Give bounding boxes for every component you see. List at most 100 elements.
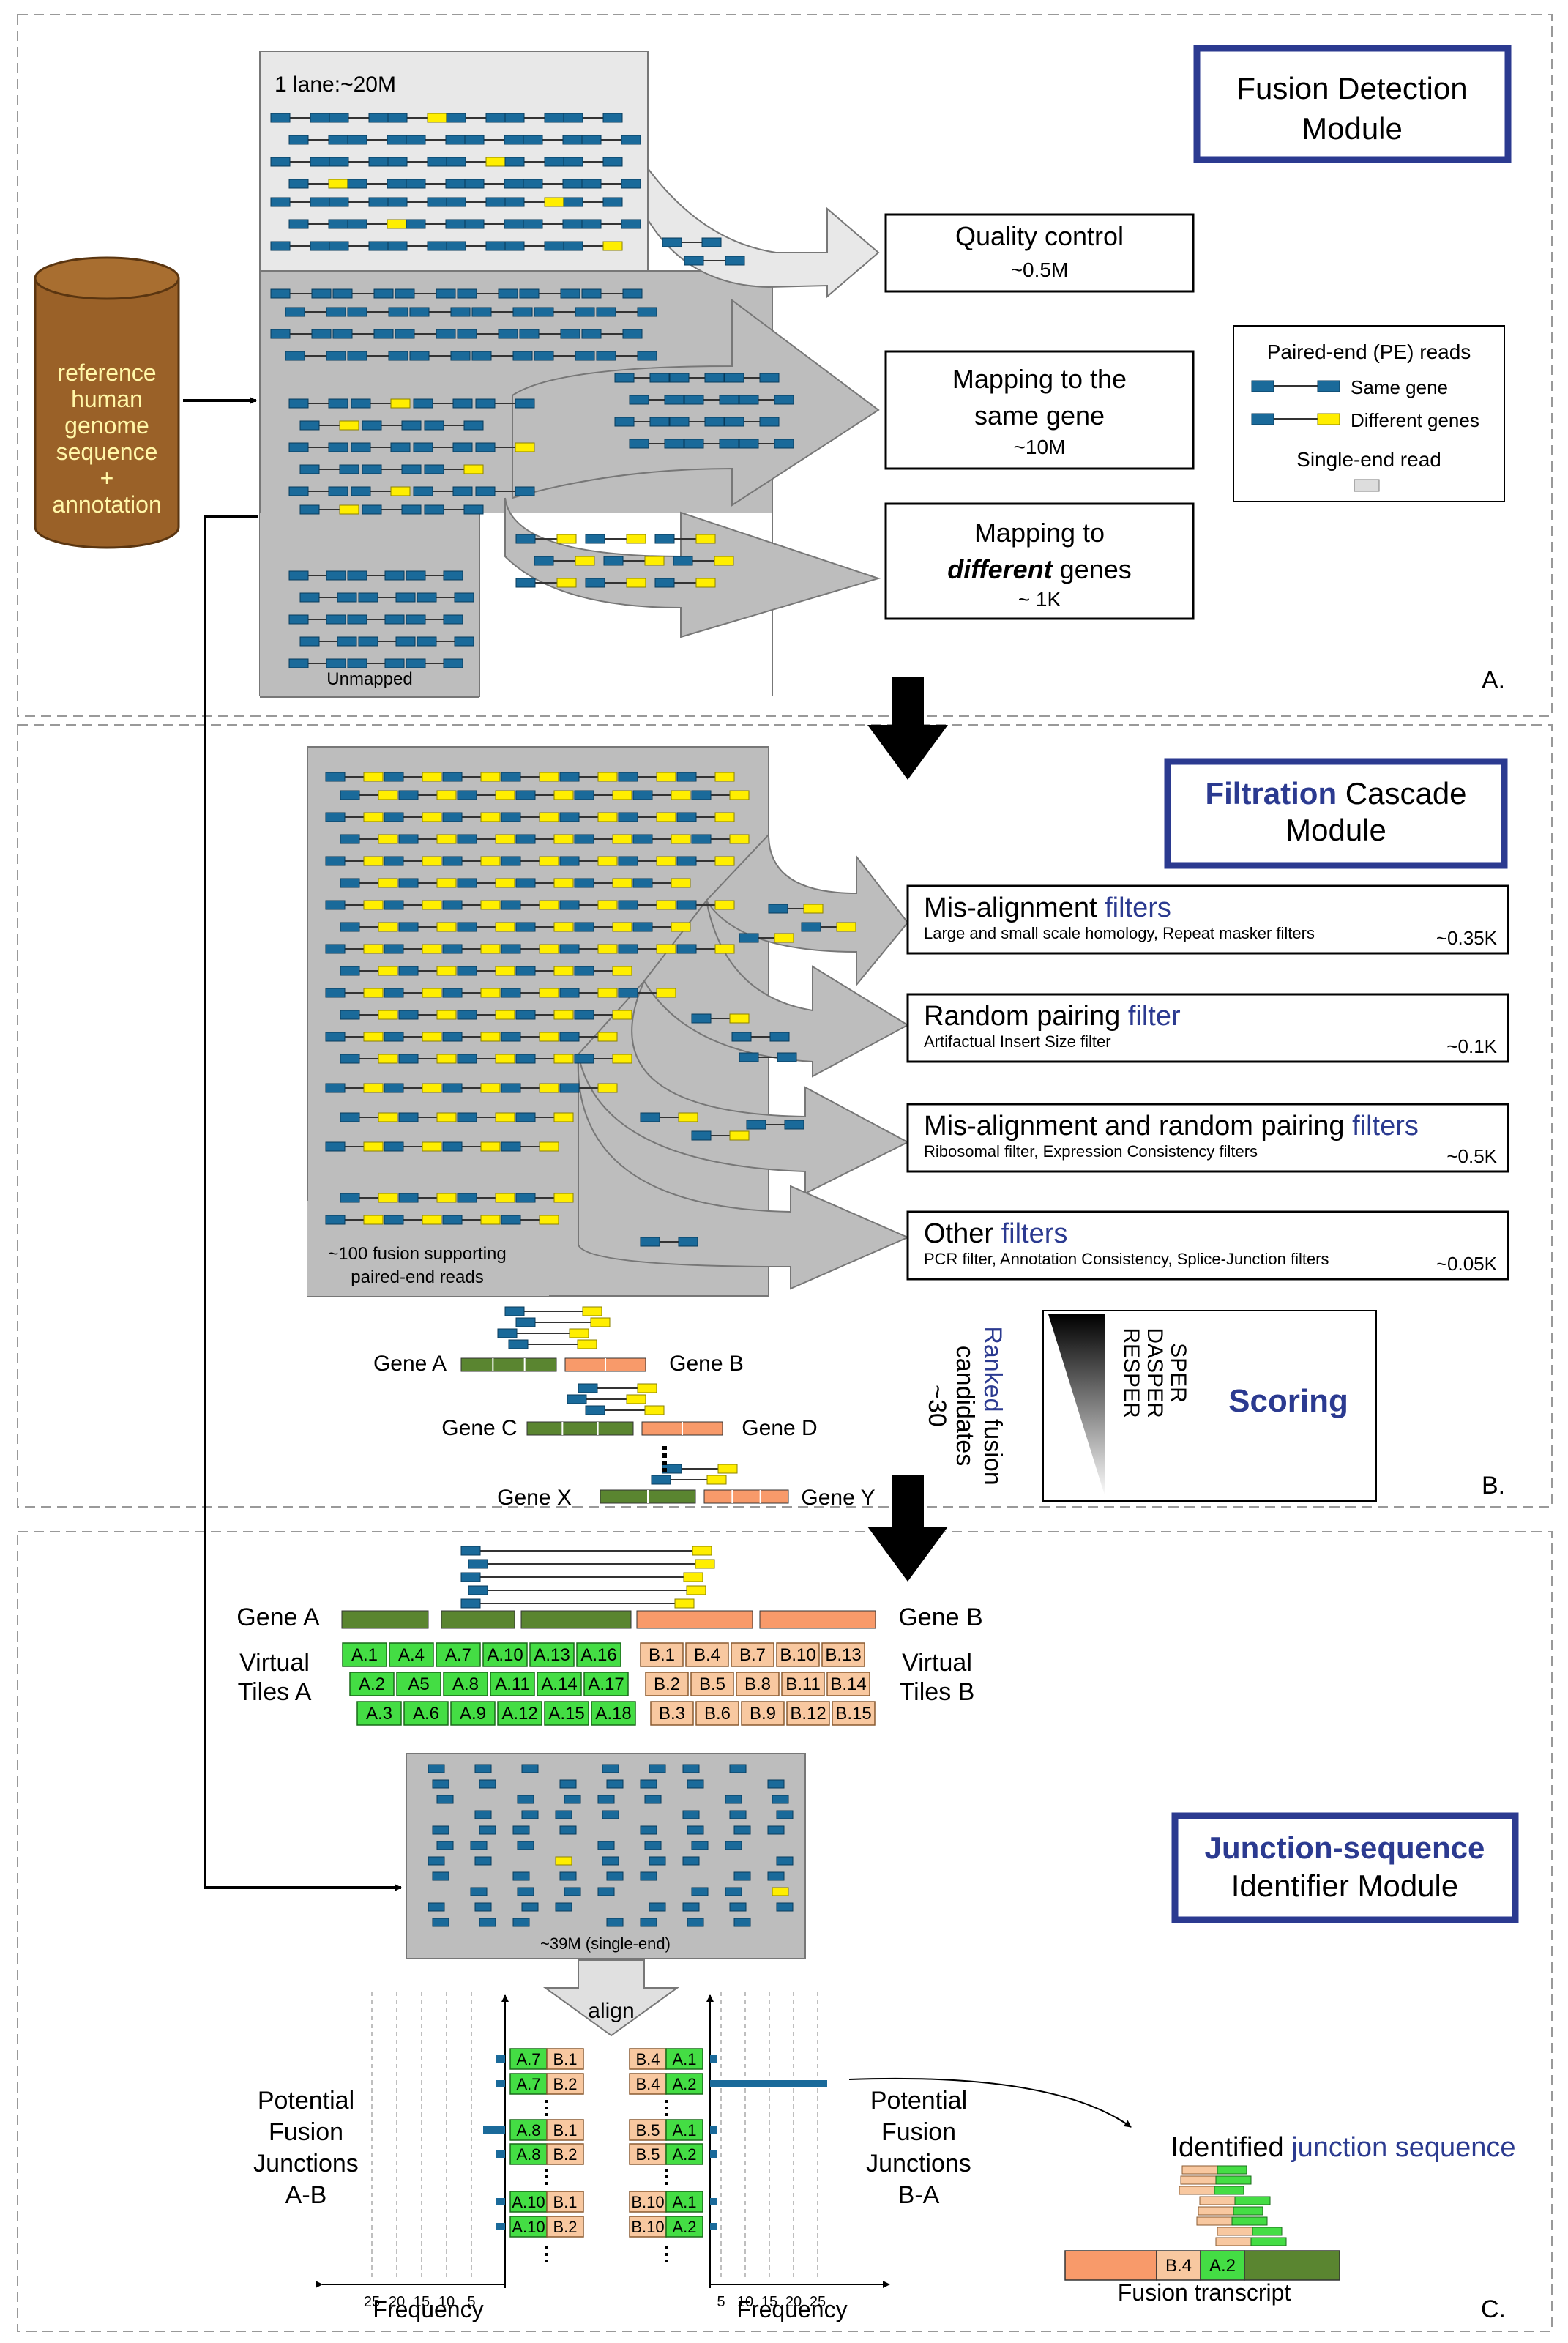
junction-label: A.2 xyxy=(672,2075,696,2093)
junction-tile-a xyxy=(509,2073,548,2095)
read-blue xyxy=(398,966,419,976)
junction-tile-a xyxy=(509,2048,548,2070)
read-blue xyxy=(544,241,564,251)
read-blue xyxy=(574,790,594,800)
read-blue xyxy=(562,179,583,189)
single-read xyxy=(432,1825,449,1835)
read-blue xyxy=(574,1010,594,1020)
read-blue xyxy=(501,944,521,954)
junction-label: A.8 xyxy=(516,2145,540,2164)
single-read xyxy=(555,1902,572,1912)
tile-b-label: B.11 xyxy=(785,1675,821,1694)
same-gene-line1: Mapping to the xyxy=(952,364,1127,394)
single-read xyxy=(776,1902,794,1912)
read-blue xyxy=(457,1010,477,1020)
tile-a xyxy=(544,1701,589,1726)
filter-count: ~0.05K xyxy=(1436,1253,1498,1275)
read-yellow xyxy=(612,922,632,932)
read-blue xyxy=(581,135,602,145)
read-blue xyxy=(632,922,653,932)
read-blue xyxy=(358,592,378,603)
ellipsis-dot xyxy=(665,2169,668,2172)
tile-b-label: B.12 xyxy=(790,1704,826,1724)
read-blue xyxy=(362,420,382,431)
read-blue xyxy=(387,197,408,207)
read-yellow xyxy=(539,772,559,782)
read-blue xyxy=(684,395,704,405)
read-blue xyxy=(446,113,466,123)
tile-a-label: A.6 xyxy=(413,1704,439,1724)
read-yellow xyxy=(612,1054,632,1064)
ellipsis-dot xyxy=(545,2107,548,2109)
read-blue xyxy=(390,442,411,452)
read-blue xyxy=(563,197,583,207)
read-yellow xyxy=(436,966,457,976)
read-blue xyxy=(446,241,466,251)
ranking-wedge xyxy=(1048,1314,1105,1497)
read-yellow xyxy=(575,556,595,566)
db-to-single-end-arrow xyxy=(204,515,402,1891)
read-blue xyxy=(387,241,408,251)
read-blue xyxy=(339,464,359,474)
qc-title: Quality control xyxy=(955,221,1124,251)
tick-label: 25 xyxy=(364,2294,380,2310)
tile-a xyxy=(396,1672,441,1696)
read-yellow xyxy=(363,1141,384,1152)
same-gene-box xyxy=(884,350,1195,470)
read-yellow xyxy=(602,241,623,251)
read-blue xyxy=(691,834,712,844)
read-blue xyxy=(358,636,378,647)
read-blue xyxy=(614,417,635,427)
filter-title-emphasis: filter xyxy=(1128,1001,1181,1032)
read-yellow xyxy=(612,966,632,976)
read-blue xyxy=(325,900,346,910)
read-blue xyxy=(427,197,447,207)
lane-label: 1 lane:~20M xyxy=(275,72,396,97)
single-read xyxy=(512,1871,530,1881)
read-blue xyxy=(691,1130,712,1141)
score-resper: RESPER xyxy=(1119,1327,1143,1418)
read-blue xyxy=(504,241,525,251)
read-blue xyxy=(288,442,309,452)
read-blue xyxy=(596,307,616,317)
filter-box xyxy=(906,1210,1509,1281)
single-end-block xyxy=(406,1753,806,1959)
read-blue xyxy=(270,329,291,339)
single-read xyxy=(691,1841,709,1850)
single-read xyxy=(649,1856,666,1866)
read-blue xyxy=(731,1032,752,1042)
read-blue xyxy=(398,1054,419,1064)
read-yellow xyxy=(539,856,559,866)
read-yellow xyxy=(803,904,824,914)
read-blue xyxy=(637,351,657,361)
same-gene-count: ~10M xyxy=(1014,436,1066,458)
read-blue xyxy=(326,570,346,581)
identified-rest: Identified xyxy=(1171,2132,1291,2163)
filter-title: Mis-alignment filters xyxy=(924,893,1171,923)
read-blue xyxy=(654,534,675,544)
filter-title: Other filters xyxy=(924,1218,1067,1249)
read-blue xyxy=(398,878,419,888)
read-blue xyxy=(325,856,346,866)
read-blue xyxy=(669,417,690,427)
single-read xyxy=(602,1810,619,1819)
junction-read xyxy=(1233,2206,1263,2216)
read-blue xyxy=(673,556,693,566)
tile-a-label: A.12 xyxy=(501,1704,537,1724)
read-blue xyxy=(326,658,346,668)
junction-label: A.10 xyxy=(512,2218,545,2236)
read-blue xyxy=(384,812,404,822)
score-labels: SPER DASPER RESPER xyxy=(1119,1327,1190,1418)
read-blue xyxy=(725,256,745,266)
read-yellow xyxy=(656,944,676,954)
read-yellow xyxy=(378,1054,398,1064)
read-yellow xyxy=(422,812,442,822)
tile-a-label: A.11 xyxy=(495,1675,530,1694)
junction-tile-a xyxy=(665,2048,703,2070)
single-read xyxy=(649,1764,666,1773)
read-legend xyxy=(1233,325,1505,502)
filter-title-text: Random pairing xyxy=(924,1001,1128,1032)
ellipsis-dot xyxy=(662,1453,667,1458)
read-blue xyxy=(384,658,405,668)
